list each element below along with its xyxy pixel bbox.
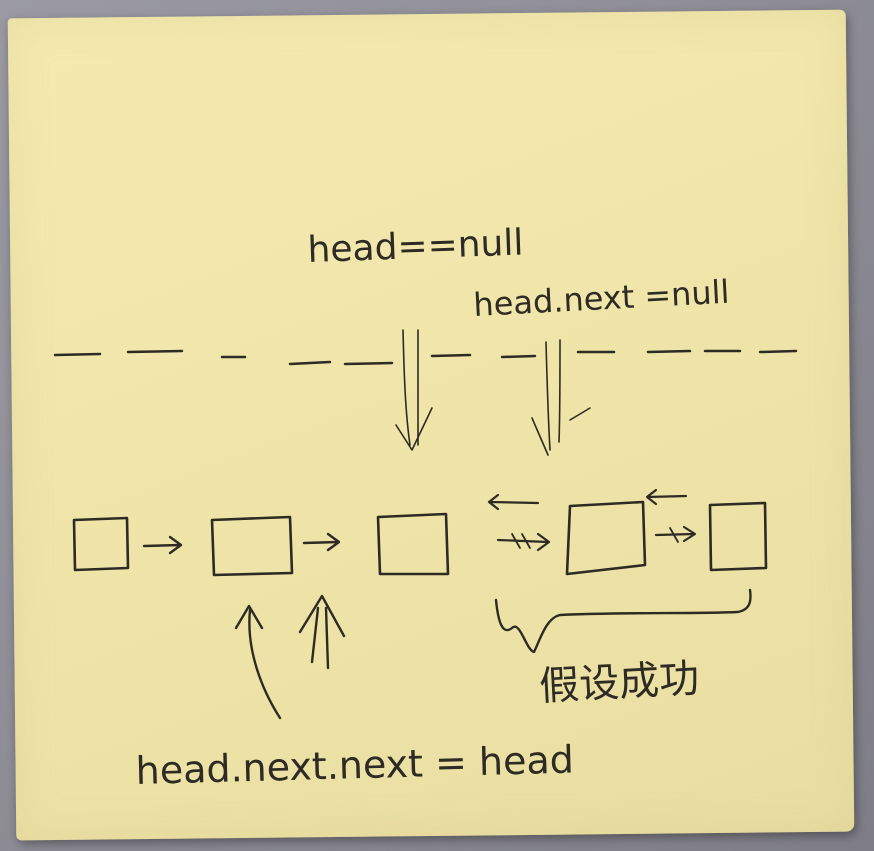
arrow-right-icon [142,535,183,555]
arrow-right-icon [302,532,341,552]
brace-icon [494,588,752,654]
list-node-5 [708,501,768,572]
double-arrow-up-icon [298,594,346,670]
label-assume-success: 假设成功 [538,656,700,710]
reverse-arrow-icon [487,493,551,552]
reverse-arrow-icon [645,488,697,543]
list-node-4 [565,500,647,576]
list-node-2 [210,515,294,577]
label-base-case-head-next-null: head.next =null [472,273,730,324]
double-arrow-down-icon [395,329,433,451]
dashed-line [53,349,798,366]
curved-arrow-up-icon [234,604,282,720]
list-node-1 [72,516,130,572]
label-reverse-step: head.next.next = head [135,738,574,793]
double-arrow-down-icon [531,339,591,456]
label-base-case-head-null: head==null [307,222,524,271]
list-node-3 [376,512,450,576]
